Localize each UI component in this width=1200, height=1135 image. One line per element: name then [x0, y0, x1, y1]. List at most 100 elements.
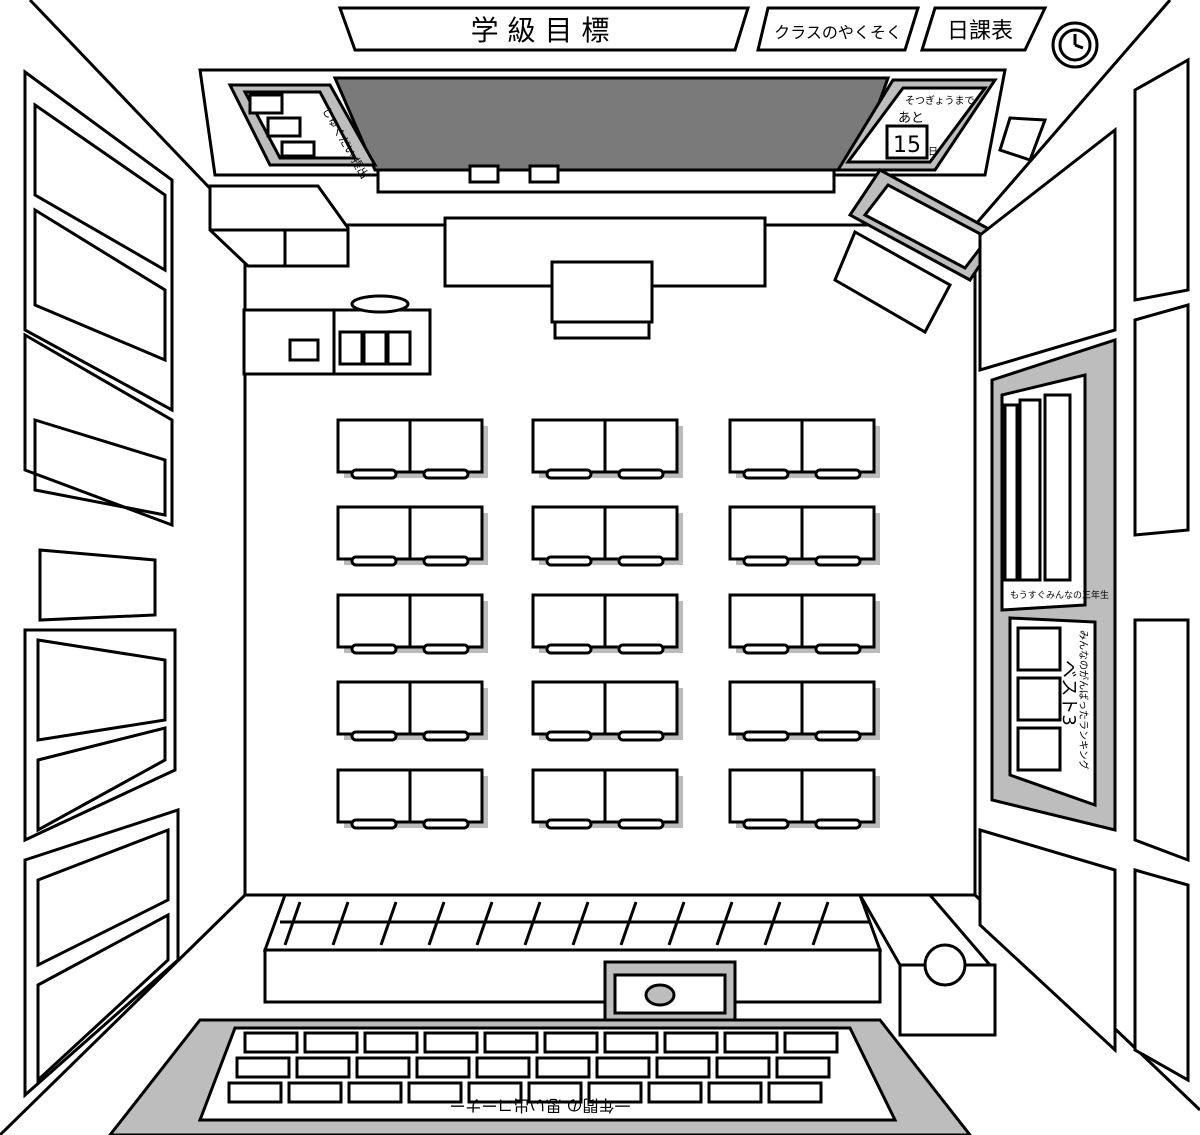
desk: [728, 418, 808, 480]
desk: [336, 505, 416, 567]
podium: [550, 260, 654, 324]
chair: [814, 555, 862, 567]
memory-card: [295, 1056, 351, 1079]
desk: [408, 768, 488, 830]
chair: [545, 818, 593, 830]
memory-card: [715, 1056, 771, 1079]
memory-card: [423, 1031, 479, 1054]
window: [1133, 618, 1190, 863]
chair: [422, 818, 470, 830]
memory-card: [475, 1056, 531, 1079]
memory-card: [707, 1081, 763, 1104]
desk: [728, 768, 808, 830]
desk: [408, 418, 488, 480]
svg-text:日課表: 日課表: [947, 19, 1013, 44]
clock-icon: [1051, 21, 1099, 69]
memory-card: [243, 1031, 299, 1054]
teacher-area: [208, 116, 1048, 376]
desk: [336, 768, 416, 830]
memory-card: [363, 1031, 419, 1054]
chair: [814, 643, 862, 655]
tv-stand: [833, 229, 953, 335]
chair: [545, 730, 593, 742]
memory-card: [303, 1031, 359, 1054]
memory-card: [655, 1056, 711, 1079]
memory-card: [775, 1056, 831, 1079]
chair: [350, 643, 398, 655]
desk: [531, 505, 611, 567]
desk: [336, 418, 416, 480]
chair: [350, 818, 398, 830]
chalk-tray: [376, 168, 836, 194]
memory-card: [227, 1081, 283, 1104]
desk: [408, 593, 488, 655]
chair: [742, 818, 790, 830]
memory-card: [287, 1081, 343, 1104]
memory-card: [535, 1056, 591, 1079]
memory-card: [783, 1031, 839, 1054]
chair: [422, 730, 470, 742]
photo-grid: [1003, 393, 1072, 582]
desk: [531, 768, 611, 830]
desk: [728, 505, 808, 567]
desk: [603, 680, 683, 742]
svg-text:そつぎょうまで: そつぎょうまで: [905, 94, 975, 107]
chair: [814, 818, 862, 830]
window: [23, 69, 174, 413]
svg-text:あと: あと: [898, 111, 924, 126]
window: [23, 332, 174, 528]
memory-card: [527, 1081, 583, 1104]
class-goal-sign: 学 級 目 標: [337, 6, 751, 52]
memory-card: [587, 1081, 643, 1104]
chair: [545, 643, 593, 655]
chair: [617, 643, 665, 655]
desk: [603, 418, 683, 480]
calendar-page: [885, 124, 929, 160]
chair: [814, 730, 862, 742]
desk: [800, 768, 880, 830]
chair: [814, 468, 862, 480]
memory-card: [595, 1056, 651, 1079]
chair: [617, 818, 665, 830]
desk: [728, 680, 808, 742]
svg-text:クラスのやくそく: クラスのやくそく: [774, 23, 902, 42]
memory-card: [543, 1031, 599, 1054]
memory-corner-title: 一年間の 思い出コーナー: [449, 1096, 630, 1115]
desk: [336, 680, 416, 742]
blackboard: [332, 76, 891, 172]
desk: [800, 680, 880, 742]
chair: [422, 468, 470, 480]
countdown-days: 15: [893, 133, 921, 158]
right-wall: もうすぐみんなの三年生 みんなのがんばったランキング ベスト3: [978, 57, 1190, 1083]
memory-card: [415, 1056, 471, 1079]
class-goal-text: 学 級 目 標: [471, 14, 610, 47]
desk: [531, 593, 611, 655]
svg-text:ベスト3: ベスト3: [1058, 660, 1079, 726]
desk: [531, 680, 611, 742]
front-wall: しゅくだい 提出 そつぎょうまで あと 15 日: [198, 68, 1007, 194]
eraser: [528, 164, 560, 184]
memory-card: [723, 1031, 779, 1054]
desk: [408, 680, 488, 742]
chair: [545, 468, 593, 480]
window: [23, 628, 177, 843]
memory-card: [355, 1056, 411, 1079]
memory-card: [603, 1031, 659, 1054]
chair: [742, 555, 790, 567]
chair: [422, 555, 470, 567]
chair: [350, 730, 398, 742]
back-area: 一年間の 思い出コーナー: [108, 893, 997, 1135]
desk: [603, 593, 683, 655]
desk: [603, 505, 683, 567]
memory-card: [767, 1081, 823, 1104]
svg-text:日: 日: [928, 147, 938, 158]
memory-card: [467, 1081, 523, 1104]
notice-paper: [38, 548, 157, 622]
lockers: [978, 126, 1117, 373]
chair: [422, 643, 470, 655]
class-promise-sign: クラスのやくそく: [756, 6, 921, 52]
chair: [742, 643, 790, 655]
desk: [603, 768, 683, 830]
chair: [617, 730, 665, 742]
left-wall: [23, 69, 180, 1099]
